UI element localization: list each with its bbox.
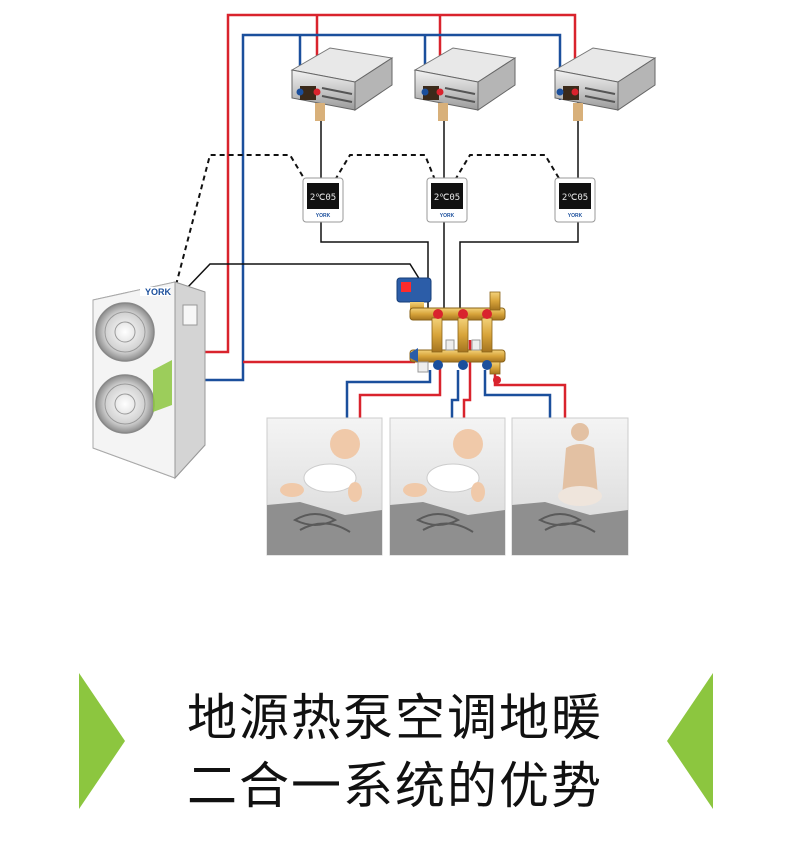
duct-unit-2 xyxy=(413,47,517,121)
manifold-supply-pipes xyxy=(243,340,567,418)
caption-line-1: 地源热泵空调地暖 xyxy=(187,689,603,747)
thermostat-reading: 2℃05 xyxy=(434,193,460,203)
control-wires xyxy=(186,100,579,318)
room-photo-woman xyxy=(511,417,629,556)
room-photo-baby-1 xyxy=(266,417,383,556)
manifold-return-pipes xyxy=(345,370,552,418)
thermostat-3: 2℃05 YORK xyxy=(554,177,596,223)
duct-unit-3 xyxy=(553,47,657,121)
floor-heating-manifold xyxy=(409,291,506,384)
left-triangle-ornament xyxy=(79,673,125,809)
thermostat-brand: YORK xyxy=(440,213,455,219)
right-triangle-ornament xyxy=(667,673,713,809)
system-diagram: 2℃05 YORK 2℃05 YORK 2℃05 YORK YORK xyxy=(92,13,657,556)
thermostat-2: 2℃05 YORK xyxy=(426,177,468,223)
thermostat-brand: YORK xyxy=(568,213,583,219)
communication-wires xyxy=(175,154,561,286)
outdoor-heat-pump-unit: YORK xyxy=(92,281,206,480)
duct-unit-1 xyxy=(290,47,394,121)
outdoor-unit-brand: YORK xyxy=(145,287,172,297)
thermostat-brand: YORK xyxy=(316,213,331,219)
caption-line-2: 二合一系统的优势 xyxy=(187,757,603,815)
thermostat-reading: 2℃05 xyxy=(562,193,588,203)
thermostat-reading: 2℃05 xyxy=(310,193,336,203)
thermostat-1: 2℃05 YORK xyxy=(302,177,344,223)
caption-block: 地源热泵空调地暖 二合一系统的优势 xyxy=(0,680,790,820)
room-photo-baby-2 xyxy=(389,417,506,556)
